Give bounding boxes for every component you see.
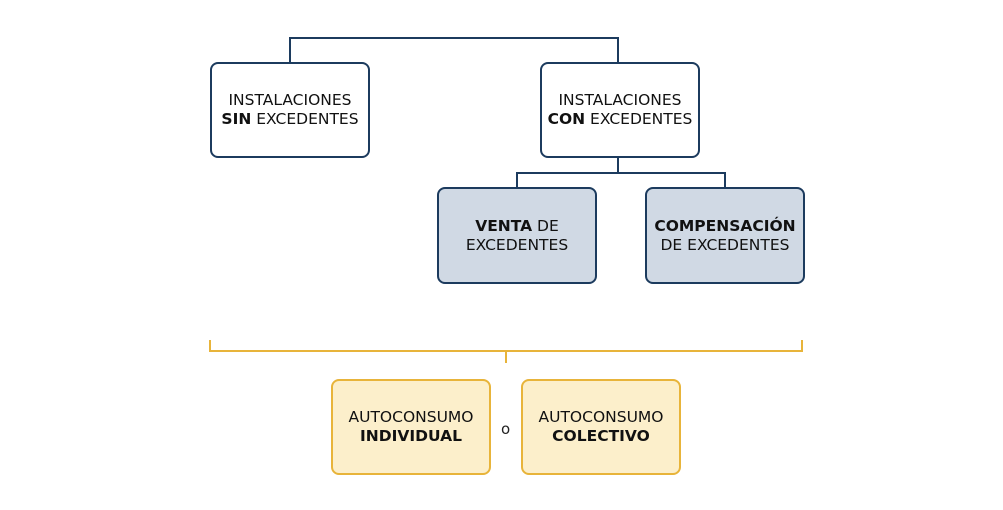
separator-o: o xyxy=(501,420,511,438)
colectivo-bold: COLECTIVO xyxy=(552,427,650,445)
compensacion-line2: DE EXCEDENTES xyxy=(660,235,790,254)
box-instalaciones-con-excedentes: INSTALACIONES CON EXCEDENTES xyxy=(540,62,700,158)
top-tree-connector xyxy=(289,37,619,62)
venta-rest: DE xyxy=(532,216,559,235)
individual-line1: AUTOCONSUMO xyxy=(348,408,474,426)
box-autoconsumo-individual: AUTOCONSUMO INDIVIDUAL xyxy=(331,379,491,475)
sin-rest: EXCEDENTES xyxy=(251,110,359,128)
box-compensacion-de-excedentes: COMPENSACIÓN DE EXCEDENTES xyxy=(645,187,805,284)
box-autoconsumo-colectivo: AUTOCONSUMO COLECTIVO xyxy=(521,379,681,475)
sin-bold: SIN xyxy=(221,110,252,128)
box-venta-de-excedentes: VENTA DE EXCEDENTES xyxy=(437,187,597,284)
box-instalaciones-sin-excedentes: INSTALACIONES SIN EXCEDENTES xyxy=(210,62,370,158)
con-children-connector xyxy=(516,172,726,188)
con-bold: CON xyxy=(547,110,586,128)
con-line1: INSTALACIONES xyxy=(558,91,682,109)
individual-bold: INDIVIDUAL xyxy=(360,427,462,445)
venta-line2: EXCEDENTES xyxy=(465,235,569,254)
grouping-bracket xyxy=(209,340,803,352)
venta-bold: VENTA xyxy=(475,216,533,235)
compensacion-bold: COMPENSACIÓN xyxy=(654,216,796,235)
con-rest: EXCEDENTES xyxy=(585,110,693,128)
sin-line1: INSTALACIONES xyxy=(228,91,352,109)
colectivo-line1: AUTOCONSUMO xyxy=(538,408,664,426)
